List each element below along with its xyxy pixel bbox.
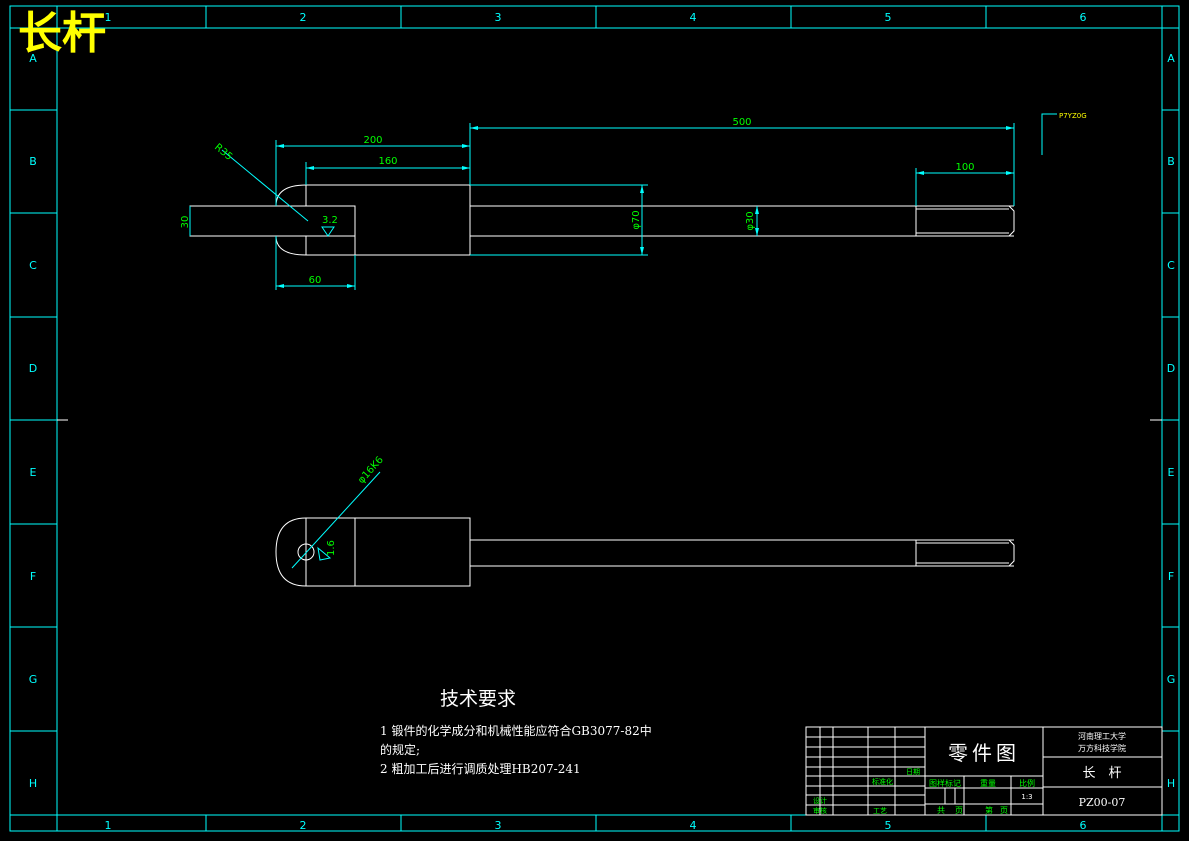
front-view-dimensions [189,113,1057,290]
grid-row-label: D [1167,362,1175,375]
grid-col-label: 5 [885,11,892,24]
check-label: 审核 [813,806,827,815]
grid-col-label: 6 [1080,11,1087,24]
scale-value: 1:3 [1021,793,1032,801]
ratio-label: 比例 [1019,778,1035,788]
grid-col-label: 2 [300,11,307,24]
grid-row-label: C [29,259,37,272]
dim-200: 200 [363,135,382,146]
grid-row-label: B [1167,155,1175,168]
grid-row-label: C [1167,259,1175,272]
grid-row-label: G [29,673,38,686]
dim-100: 100 [955,162,974,173]
roughness-top: 3.2 [322,215,338,226]
front-view [189,184,1015,256]
grid-col-label: 5 [885,819,892,832]
top-view-dimensions [291,471,381,569]
roughness-bottom: 1.6 [326,540,337,556]
dim-500: 500 [732,117,751,128]
drawing-type: 零件图 [948,741,1020,765]
drawing-title: 长杆 [18,8,106,59]
grid-col-label: 3 [495,11,502,24]
dim-30: 30 [180,216,191,229]
tech-requirement-line-1: 1 锻件的化学成分和机械性能应符合GB3077-82中 [380,724,652,738]
grid-col-label: 1 [105,819,112,832]
grid-row-label: G [1167,673,1176,686]
grid-row-label: A [29,52,37,65]
standard-label: 标准化 [872,777,893,786]
grid-row-label: E [30,466,37,479]
grid-col-label: 6 [1080,819,1087,832]
grid-col-label: 3 [495,819,502,832]
grid-row-label: D [29,362,37,375]
stage-label: 图样标记 [929,778,961,788]
tech-requirement-line-3: 2 粗加工后进行调质处理HB207-241 [380,762,581,776]
process-label: 工艺 [873,807,887,815]
part-name: 长 杆 [1082,766,1121,781]
thread-note: P7YZ0G [1059,112,1087,120]
drawing-number: PZ00-07 [1079,796,1126,809]
grid-row-label: E [1168,466,1175,479]
grid-row-label: F [1168,570,1174,583]
sheet-unit-2: 页 [1000,806,1008,815]
grid-col-label: 1 [105,11,112,24]
top-view [275,517,1015,587]
dim-phi70: φ70 [631,210,642,229]
tech-requirement-line-2: 的规定; [380,743,421,757]
sheet-unit: 页 [955,806,963,815]
dim-160: 160 [378,156,397,167]
dim-60: 60 [309,275,322,286]
weight-label: 重量 [980,778,996,788]
title-block [805,726,1163,816]
grid-row-label: H [1167,777,1175,790]
dim-phi30: φ30 [745,211,756,230]
design-label: 设计 [813,796,827,805]
grid-row-label: A [1167,52,1175,65]
sheet-total: 共 [937,806,945,815]
grid-col-label: 2 [300,819,307,832]
date-label: 日期 [906,768,920,776]
drawing-frame [9,5,1180,832]
front-view-arrows [276,126,1014,288]
title-block-text: 零件图 河南理工大学 万方科技学院 长 杆 PZ00-07 1:3 图样标记 重… [813,731,1126,815]
grid-col-label: 4 [690,11,697,24]
grid-row-label: H [29,777,37,790]
tech-requirements-heading: 技术要求 [440,688,517,710]
school-name-1: 河南理工大学 [1078,731,1126,741]
dim-r35: R35 [212,142,234,163]
grid-col-label: 4 [690,819,697,832]
dimension-labels: 200 160 500 100 60 30 φ70 φ30 R35 3.2 φ1… [180,112,1087,556]
grid-row-label: F [30,570,36,583]
grid-row-label: B [29,155,37,168]
school-name-2: 万方科技学院 [1078,743,1126,753]
sheet-no: 第 [985,805,993,815]
